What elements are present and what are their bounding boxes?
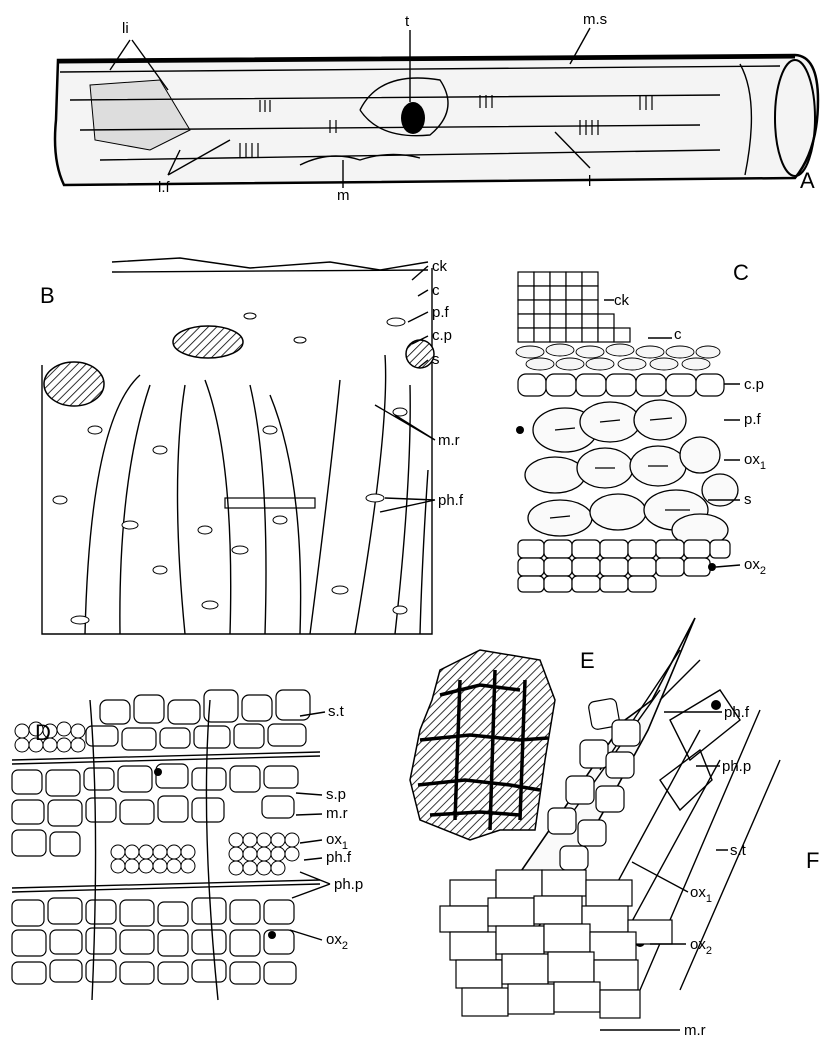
label-d-php: ph.p xyxy=(334,876,363,893)
label-f-ox2: ox2 xyxy=(690,936,712,957)
label-d-sp: s.p xyxy=(326,786,346,803)
label-c-ox1: ox1 xyxy=(744,451,766,472)
panel-letter-a: A xyxy=(800,168,815,193)
label-b-ck: ck xyxy=(432,258,448,275)
panel-e-stone-cells-drawing xyxy=(410,650,555,840)
panel-letter-f: F xyxy=(806,848,819,873)
label-f-st: s.t xyxy=(730,842,747,859)
label-b-cp: c.p xyxy=(432,327,452,344)
label-b-pf: p.f xyxy=(432,304,450,321)
label-c-c: c xyxy=(674,326,682,343)
label-b-c: c xyxy=(432,282,440,299)
panel-letter-d: D xyxy=(35,720,51,745)
label-f-phf: ph.f xyxy=(724,704,750,721)
panel-b-section-drawing xyxy=(42,258,435,634)
panel-letter-b: B xyxy=(40,283,55,308)
label-a-ms: m.s xyxy=(583,11,607,28)
panel-d-cells-drawing xyxy=(12,690,330,1000)
label-c-ck: ck xyxy=(614,292,630,309)
label-c-pf: p.f xyxy=(744,411,762,428)
label-b-s: s xyxy=(432,351,440,368)
label-b-phf: ph.f xyxy=(438,492,464,509)
label-d-phf: ph.f xyxy=(326,849,352,866)
label-d-st: s.t xyxy=(328,703,345,720)
label-a-li: li xyxy=(122,20,129,37)
label-c-ox2: ox2 xyxy=(744,556,766,577)
label-f-ox1: ox1 xyxy=(690,884,712,905)
label-f-mr: m.r xyxy=(684,1022,706,1039)
panel-letter-c: C xyxy=(733,260,749,285)
label-d-mr: m.r xyxy=(326,805,348,822)
label-a-m: m xyxy=(337,187,350,204)
label-f-php: ph.p xyxy=(722,758,751,775)
label-c-s: s xyxy=(744,491,752,508)
label-a-t: t xyxy=(405,13,410,30)
label-a-lf: l.f xyxy=(158,179,171,196)
panel-c-cells-drawing xyxy=(516,272,740,592)
label-b-mr: m.r xyxy=(438,432,460,449)
label-c-cp: c.p xyxy=(744,376,764,393)
label-a-l: l xyxy=(588,173,591,190)
panel-a-bark-drawing xyxy=(55,28,818,188)
panel-letter-e: E xyxy=(580,648,595,673)
label-d-ox2: ox2 xyxy=(326,931,348,952)
